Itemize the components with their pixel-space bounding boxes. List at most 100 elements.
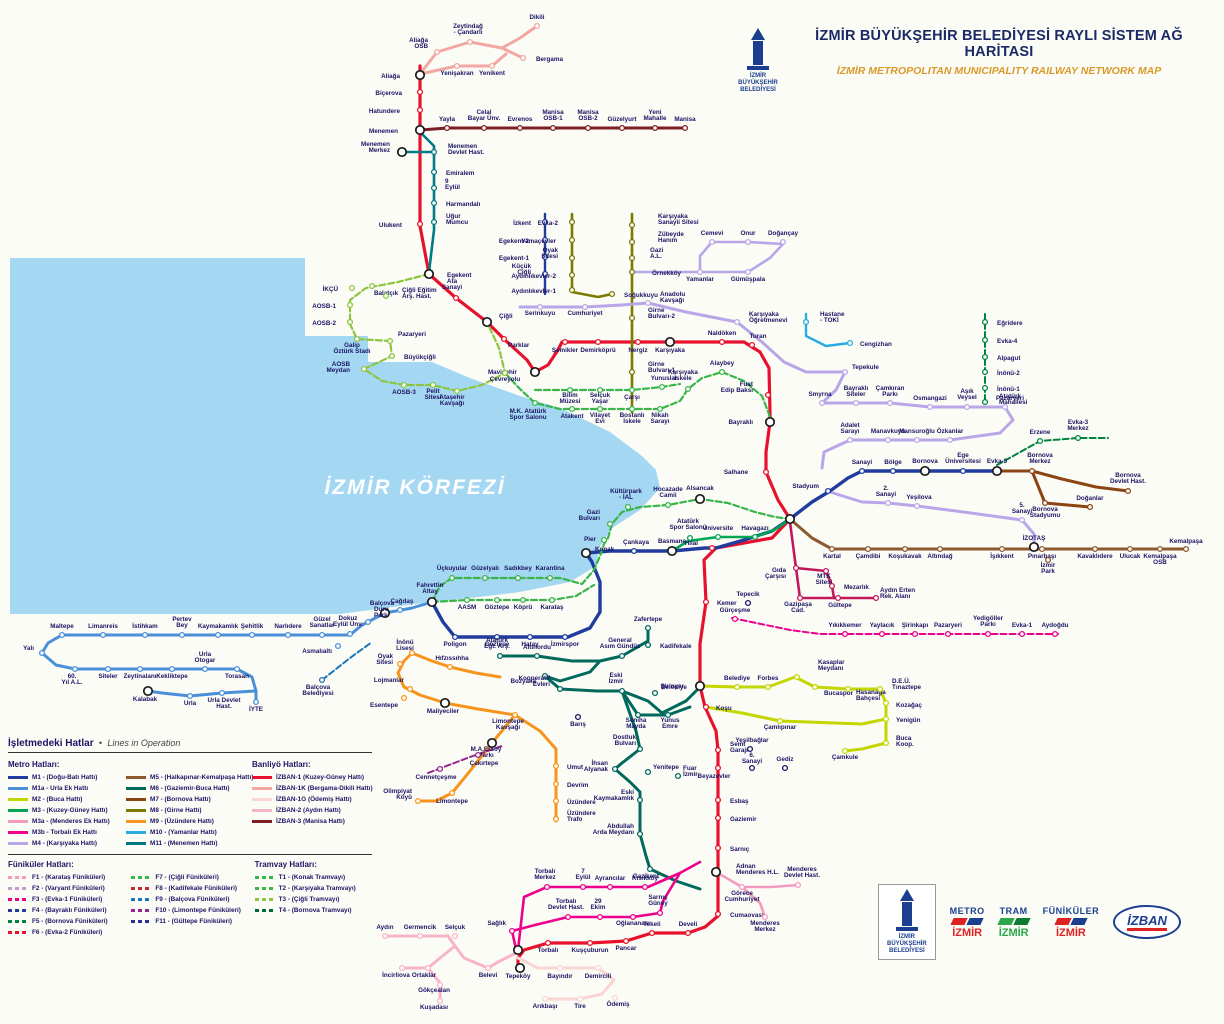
station-label: İzkent (513, 219, 532, 227)
station-dot (426, 596, 438, 608)
station-label: Zeytinalanı (124, 673, 157, 680)
station-dot (913, 436, 921, 444)
station-dot (811, 683, 819, 691)
metro-izmir-logo: METRO İZMİR (949, 905, 985, 939)
station-label: Salhane (724, 469, 749, 476)
legend-item-label: F8 - (Kadifekale Füniküleri) (155, 885, 238, 892)
station-label: Develi (679, 921, 698, 928)
station-dot (396, 606, 404, 614)
line-color-swatch (252, 798, 272, 801)
station-dot (644, 768, 652, 776)
station-dot (423, 268, 435, 280)
station-label: Yamaçevler (521, 238, 556, 245)
station-label: Cumhuriyet (568, 310, 604, 317)
legend-item: T4 - (Bornova Tramvayı) (254, 905, 372, 916)
legend-item: M1a - Urla Ek Hattı (8, 783, 120, 794)
station-label: Smyrna (808, 391, 832, 398)
station-dot (882, 699, 890, 707)
station-label: Zeytindağ- Çandarlı (453, 23, 483, 36)
station-dot (1126, 545, 1134, 553)
station-dot (764, 683, 772, 691)
legend-item: M10 - (Yamanlar Hattı) (126, 827, 246, 838)
station-dot (636, 796, 644, 804)
station-dot (991, 465, 1003, 477)
station-label: Bayraklı (728, 419, 753, 426)
legend-item-label: M4 - (Karşıyaka Hattı) (32, 840, 97, 847)
station-dot (822, 567, 830, 575)
line-m5 (788, 517, 1188, 551)
station-dot (622, 937, 630, 945)
legend-item: İZBAN-2 (Aydın Hattı) (252, 805, 372, 816)
station-dot (656, 909, 664, 917)
station-label: Sarnıç (730, 846, 750, 853)
station-dot (463, 596, 471, 604)
station-label: Asmalıaltı (302, 648, 332, 655)
station-label: Erzene (1030, 429, 1051, 436)
station-dot (596, 913, 604, 921)
legend-item-label: İZBAN-1K (Bergama-Dikili Hattı) (276, 785, 373, 792)
station-dot (751, 533, 759, 541)
station-dot (764, 391, 772, 399)
line-color-swatch (126, 787, 146, 790)
line-color-swatch (126, 831, 146, 834)
page-subtitle: İZMİR METROPOLITAN MUNICIPALITY RAILWAY … (836, 65, 1162, 77)
line-color-swatch (254, 876, 275, 879)
station-label: Yalı (23, 645, 34, 652)
station-dot (876, 685, 884, 693)
station-label: İnönü-1 (997, 385, 1020, 393)
station-dot (436, 981, 444, 989)
station-dot (779, 238, 787, 246)
line-f5b (996, 437, 1109, 466)
station-dot (398, 964, 406, 972)
station-dot (548, 596, 556, 604)
station-dot (648, 929, 656, 937)
station-label: Bornova (912, 458, 938, 465)
station-dot (776, 717, 784, 725)
station-dot (430, 184, 438, 192)
station-dot (406, 685, 414, 693)
station-label: Demirköprü (580, 347, 615, 354)
station-dot (552, 815, 560, 823)
station-label: Kaymakamlık (198, 623, 239, 630)
station-dot (684, 929, 692, 937)
legend-item: F1 - (Karataş Füniküleri) (8, 872, 125, 883)
station-dot (651, 689, 659, 697)
station-dot (493, 633, 501, 641)
station-dot (761, 913, 769, 921)
legend-item-label: F4 - (Bayraklı Füniküleri) (32, 907, 107, 914)
station-label: Egekent-1 (499, 255, 530, 262)
line-color-swatch (126, 809, 146, 812)
legend-item-label: İZBAN-3 (Manisa Hattı) (276, 818, 345, 825)
station-dot (496, 652, 504, 660)
legend-item: İZBAN-3 (Manisa Hattı) (252, 816, 372, 827)
station-label: Yenişakran (440, 70, 473, 77)
station-dot (218, 689, 226, 697)
legend-col-tramvay: Tramvay Hatları: T1 - (Konak Tramvayı)T2… (254, 857, 372, 938)
station-label: Kısıkköy (632, 875, 658, 882)
legend-item-label: F11 - (Gültepe Füniküleri) (155, 918, 233, 925)
station-dot (646, 865, 654, 873)
station-label: Manavkuyu (871, 428, 905, 435)
station-dot (628, 238, 636, 246)
station-dot (581, 303, 589, 311)
station-label: Yeşilova (906, 494, 932, 501)
line-color-swatch (126, 776, 146, 779)
station-dot (674, 772, 682, 780)
legend-item-label: İZBAN-1G (Ödemiş Hattı) (276, 796, 352, 803)
station-label: Emiralem (446, 170, 475, 177)
station-dot (981, 384, 989, 392)
legend-item-label: M8 - (Girne Hattı) (150, 807, 202, 814)
legend-item: M6 - (Gaziemir-Buca Hattı) (126, 783, 246, 794)
station-dot (104, 665, 112, 673)
station-dot (919, 465, 931, 477)
